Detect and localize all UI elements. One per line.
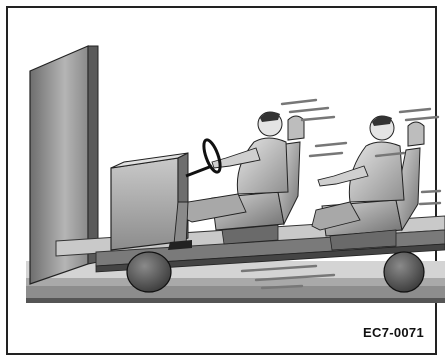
figure-code: EC7-0071 — [363, 325, 424, 340]
steering-wheel — [186, 138, 223, 176]
floor — [26, 261, 445, 303]
sled-wheel-front — [127, 252, 171, 292]
crash-test-illustration — [16, 16, 445, 363]
sled-wheel-rear — [384, 252, 424, 292]
figure-frame: EC7-0071 — [6, 6, 437, 355]
